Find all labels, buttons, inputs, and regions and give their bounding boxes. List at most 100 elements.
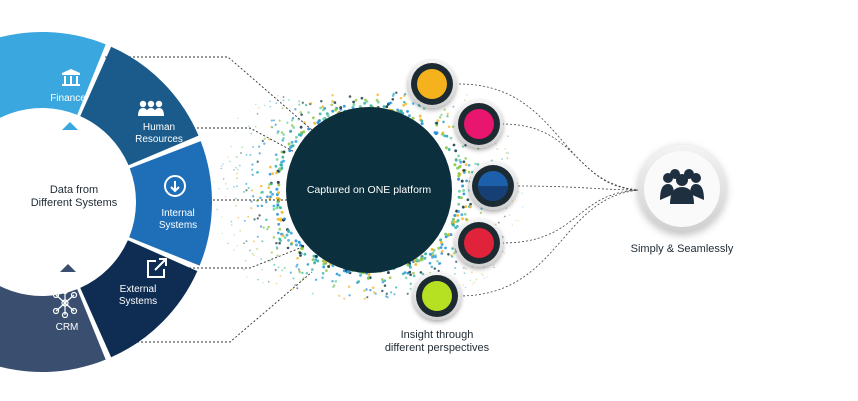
halo-dot: [226, 187, 229, 190]
halo-dot: [475, 278, 478, 281]
halo-dot: [246, 276, 248, 278]
halo-dot: [257, 279, 259, 281]
segment-internal-systems[interactable]: [129, 141, 213, 266]
halo-dot: [277, 266, 280, 269]
halo-dot: [313, 261, 316, 265]
halo-dot: [294, 108, 297, 111]
halo-dot: [438, 116, 442, 119]
halo-dot: [504, 147, 507, 150]
halo-dot: [330, 103, 334, 107]
halo-dot: [274, 123, 277, 126]
halo-dot: [490, 159, 493, 162]
halo-dot: [443, 108, 446, 111]
segment-finance[interactable]: [0, 32, 106, 155]
halo-dot: [453, 214, 457, 217]
connector-finance: [105, 56, 313, 131]
halo-dot: [270, 125, 273, 129]
halo-dot: [289, 271, 292, 274]
halo-dot: [440, 252, 444, 255]
halo-dot: [439, 240, 443, 244]
halo-dot: [213, 181, 215, 183]
halo-dot: [261, 268, 264, 271]
halo-dot: [287, 142, 291, 146]
halo-dot: [230, 145, 232, 148]
halo-dot: [261, 190, 264, 194]
halo-dot: [406, 109, 409, 113]
halo-dot: [300, 247, 304, 251]
halo-dot: [464, 217, 468, 221]
halo-dot: [471, 271, 473, 274]
halo-dot: [269, 165, 272, 169]
halo-dot: [443, 134, 447, 138]
segment-label-external-systems: External Systems: [118, 284, 158, 307]
halo-dot: [392, 92, 396, 96]
halo-dot: [354, 98, 358, 102]
segment-crm[interactable]: [0, 249, 106, 372]
halo-dot: [277, 222, 281, 226]
halo-dot: [245, 153, 248, 156]
segment-human-resources[interactable]: [80, 46, 199, 166]
halo-dot: [248, 249, 251, 252]
halo-dot: [464, 205, 468, 208]
halo-dot: [307, 111, 310, 114]
perspective-dot-yellow[interactable]: [408, 60, 456, 108]
halo-dot: [323, 107, 327, 110]
halo-dot: [282, 159, 285, 163]
halo-dot: [352, 103, 356, 107]
halo-dot: [421, 272, 425, 276]
halo-dot: [321, 259, 325, 263]
perspective-dot-pink[interactable]: [455, 100, 503, 148]
halo-dot: [437, 269, 440, 273]
halo-dot: [275, 171, 279, 175]
halo-dot: [318, 119, 321, 123]
halo-dot: [360, 96, 364, 100]
halo-dot: [277, 198, 281, 202]
halo-dot: [388, 101, 391, 105]
halo-dot: [463, 212, 467, 216]
halo-dot: [430, 265, 434, 269]
halo-dot: [331, 109, 335, 113]
halo-dot: [435, 121, 439, 125]
segment-label-human-resources: Human Resources: [135, 122, 183, 145]
perspective-dot-lime[interactable]: [413, 272, 461, 320]
halo-dot: [288, 146, 292, 149]
halo-dot: [304, 103, 308, 107]
halo-dot: [279, 218, 283, 222]
halo-dot: [256, 247, 259, 250]
halo-dot: [281, 138, 285, 142]
halo-dot: [234, 130, 236, 132]
halo-dot: [303, 252, 307, 256]
halo-dot: [252, 145, 255, 148]
perspective-dot-red[interactable]: [455, 219, 503, 267]
halo-dot: [377, 100, 380, 104]
left-wheel: [0, 32, 213, 372]
halo-dot: [411, 116, 415, 120]
halo-dot: [409, 282, 412, 285]
segment-label-finance: Finance: [50, 93, 86, 104]
halo-dot: [446, 112, 449, 115]
halo-dot: [517, 220, 520, 222]
halo-dot: [479, 211, 483, 215]
halo-dot: [240, 152, 242, 154]
perspective-dot-blue[interactable]: [469, 162, 517, 210]
halo-dot: [369, 104, 373, 108]
halo-dot: [282, 96, 285, 98]
halo-dot: [253, 240, 255, 243]
halo-dot: [450, 255, 454, 258]
halo-dot: [505, 152, 508, 154]
halo-dot: [436, 259, 439, 263]
halo-dot: [220, 167, 222, 170]
segment-external-systems[interactable]: [80, 240, 198, 358]
halo-dot: [482, 274, 484, 277]
halo-dot: [294, 284, 297, 286]
platform-circle[interactable]: [286, 107, 452, 273]
halo-dot: [272, 119, 275, 122]
halo-dot: [275, 102, 278, 104]
halo-dot: [259, 196, 262, 200]
halo-dot: [386, 271, 390, 275]
halo-dot: [506, 156, 508, 159]
halo-dot: [230, 220, 233, 223]
halo-dot: [283, 266, 286, 270]
halo-dot: [469, 279, 472, 282]
halo-dot: [258, 145, 261, 148]
